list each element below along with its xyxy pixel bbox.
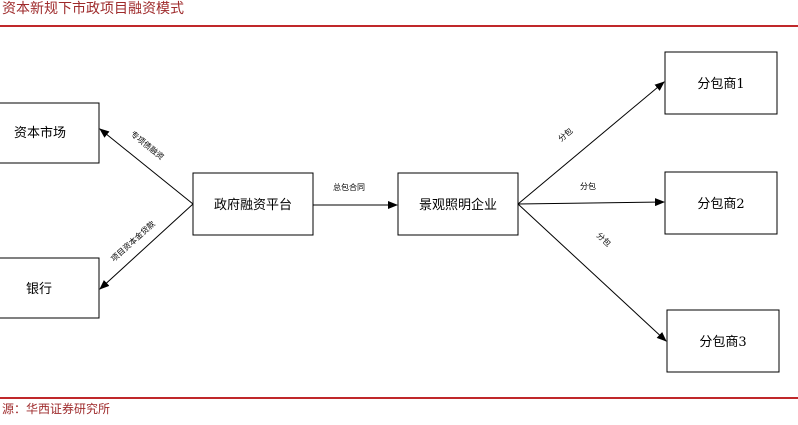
- edge-label-subcontract3: 分包: [595, 230, 614, 248]
- node-label: 政府融资平台: [214, 198, 292, 213]
- arrow-capital-loan: [99, 203, 194, 290]
- edge-label-general-contract: 总包合同: [333, 182, 365, 192]
- node-label: 资本市场: [14, 125, 66, 141]
- diagram-title: 资本新规下市政项目融资模式: [2, 0, 184, 17]
- edge-label-capital-loan: 项目资本金贷款: [109, 219, 157, 264]
- arrow-sub2: [517, 198, 665, 207]
- node-capital-market: 资本市场: [0, 102, 100, 164]
- source-note: 源：华西证券研究所: [2, 401, 110, 416]
- node-label: 景观照明企业: [419, 197, 497, 213]
- node-label: 分包商3: [699, 335, 746, 350]
- node-sub1: 分包商1: [664, 51, 778, 115]
- node-label: 银行: [26, 282, 52, 297]
- node-label: 分包商1: [697, 77, 744, 92]
- arrow-sub3: [517, 203, 667, 342]
- node-sub3: 分包商3: [666, 309, 780, 373]
- node-enterprise: 景观照明企业: [397, 172, 519, 236]
- edge-label-subcontract1: 分包: [556, 126, 575, 144]
- edge-label-subcontract2: 分包: [580, 181, 596, 191]
- arrow-special-bond: [99, 128, 194, 205]
- node-platform: 政府融资平台: [192, 172, 314, 236]
- node-bank: 银行: [0, 257, 100, 319]
- node-label: 分包商2: [697, 197, 744, 212]
- arrow-sub1: [517, 81, 665, 205]
- node-sub2: 分包商2: [664, 171, 778, 235]
